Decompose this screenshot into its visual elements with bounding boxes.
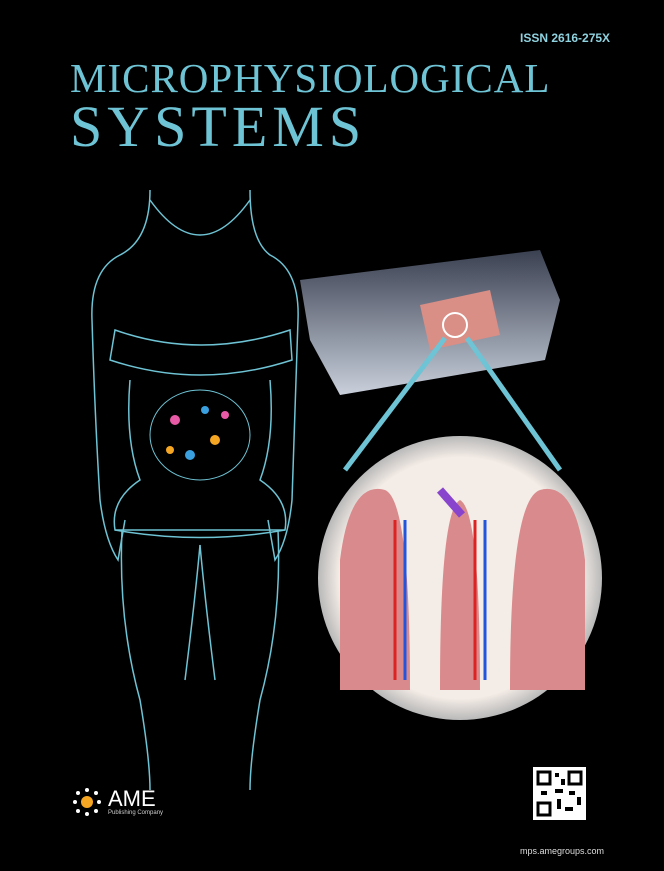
publisher-subtitle: Publishing Company xyxy=(108,810,164,816)
intestine-microbes xyxy=(149,389,251,481)
qr-code[interactable] xyxy=(533,767,586,820)
journal-title-line1: MICROPHYSIOLOGICAL xyxy=(70,55,551,101)
journal-title-line2: SYSTEMS xyxy=(70,94,367,159)
ame-logo-icon xyxy=(73,788,101,816)
body-outline-figure xyxy=(91,189,299,791)
qr-code-icon xyxy=(536,770,583,817)
zoom-connector-lines xyxy=(343,336,563,472)
publisher-logo: AME Publishing Company xyxy=(70,785,163,819)
journal-website[interactable]: mps.amegroups.com xyxy=(520,846,605,856)
issn: ISSN 2616-275X xyxy=(520,31,611,45)
organ-chip-device xyxy=(300,250,560,395)
publisher-name: AME xyxy=(108,786,156,811)
intestinal-villi-zoom xyxy=(318,436,602,720)
